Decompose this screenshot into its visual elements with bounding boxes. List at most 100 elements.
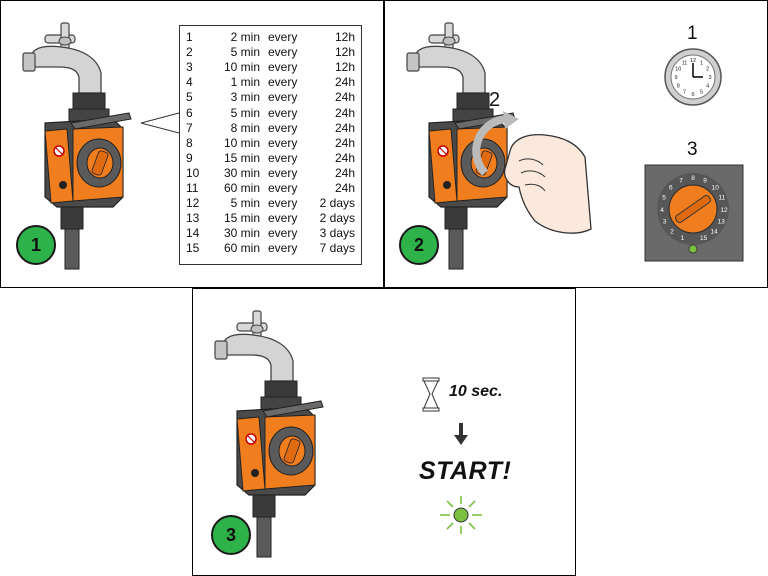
program-number: 13 [186,211,200,226]
every-label: every [268,135,298,150]
watering-duration: 30 min [223,226,260,241]
every-label: every [268,105,298,120]
watering-duration: 2 min [230,30,260,45]
program-number: 14 [186,226,200,241]
led-indicator-icon [688,244,698,254]
rotate-step-label: 2 [489,89,501,111]
panel-step-3: 10 sec. START! 3 [192,288,576,576]
every-label: every [268,226,298,241]
watering-interval: 24h [334,165,355,180]
watering-duration: 3 min [230,90,260,105]
watering-duration: 1 min [230,75,260,90]
dial-number: 7 [679,177,683,184]
watering-interval: 24h [334,180,355,195]
program-number: 4 [186,75,193,90]
schedule-row: 9 15 min every 24h [186,151,355,166]
program-number: 1 [186,30,193,45]
watering-interval: 12h [334,30,355,45]
every-label: every [268,211,298,226]
clock-number: 1 [700,60,703,66]
program-number: 3 [186,60,193,75]
clock-number: 3 [708,75,711,81]
clock-number: 11 [682,60,688,66]
program-number: 15 [186,241,200,256]
watering-interval: 24h [334,120,355,135]
clock-label: 1 [687,23,698,44]
dial-number: 11 [719,195,726,202]
watering-duration: 5 min [230,105,260,120]
arrow-head-icon [503,111,519,129]
led-blink-icon [440,496,482,534]
schedule-row: 12 5 min every 2 days [186,196,355,211]
hourglass-icon [422,377,440,412]
schedule-row: 13 15 min every 2 days [186,211,355,226]
watering-interval: 2 days [319,211,355,226]
every-label: every [268,90,298,105]
dial-number: 8 [691,175,695,182]
step-badge: 3 [211,515,251,555]
watering-duration: 30 min [223,165,260,180]
every-label: every [268,180,298,195]
watering-duration: 15 min [223,150,260,165]
pointer-line [140,122,180,134]
clock-number: 6 [691,92,694,98]
watering-duration: 5 min [230,45,260,60]
watering-duration: 5 min [230,196,260,211]
program-number: 6 [186,105,193,120]
watering-interval: 7 days [319,241,355,256]
wait-duration-text: 10 sec. [449,383,503,400]
watering-interval: 2 days [319,196,355,211]
every-label: every [268,196,298,211]
watering-interval: 24h [334,90,355,105]
down-arrow-icon [454,423,468,445]
program-number: 9 [186,150,193,165]
dial-number: 10 [712,184,720,191]
start-text: START! [419,457,512,485]
every-label: every [268,120,298,135]
clock-number: 2 [706,67,709,73]
step-badge: 1 [16,225,56,265]
schedule-row: 15 60 min every 7 days [186,241,355,256]
every-label: every [268,45,298,60]
clock-number: 10 [675,67,681,73]
clock-number: 4 [706,84,709,90]
watering-interval: 24h [334,135,355,150]
every-label: every [268,241,298,256]
program-number: 12 [186,196,200,211]
dial-number: 12 [720,207,728,214]
program-number: 8 [186,135,193,150]
program-number: 10 [186,165,200,180]
step-badge: 2 [399,225,439,265]
dial-number: 4 [660,207,664,214]
every-label: every [268,75,298,90]
schedule-row: 4 1 min every 24h [186,75,355,90]
dial-number: 14 [710,229,718,236]
program-number: 11 [186,180,199,195]
clock-number: 7 [683,90,686,96]
watering-interval: 12h [334,60,355,75]
watering-duration: 60 min [223,241,260,256]
every-label: every [268,150,298,165]
watering-interval: 24h [334,75,355,90]
dial-number: 2 [670,229,674,236]
pointer-line [140,112,180,124]
program-number: 7 [186,120,193,135]
watering-interval: 24h [334,150,355,165]
every-label: every [268,30,298,45]
every-label: every [268,60,298,75]
watering-duration: 15 min [223,211,260,226]
dial-number: 13 [718,219,726,226]
